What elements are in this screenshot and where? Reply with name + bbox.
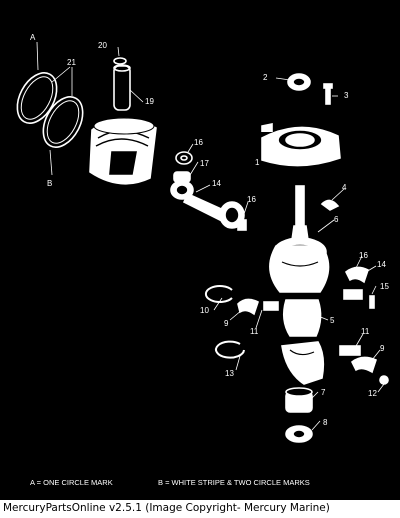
bearing-cage-right-lower — [339, 345, 361, 356]
seal-carrier — [261, 123, 341, 167]
bearing-half-right-lower — [350, 356, 377, 374]
crankshaft — [269, 185, 330, 385]
callout-5: 5 — [330, 316, 335, 325]
parts-illustration: A 21 B 20 19 17 16 14 16 2 3 1 4 6 16 14… — [16, 33, 389, 487]
callout-11-right: 11 — [361, 327, 370, 336]
bearing-cage-right-upper — [343, 289, 363, 300]
callout-11-left: 11 — [250, 327, 259, 336]
bearing-cage-left — [263, 301, 279, 311]
callout-14-right: 14 — [377, 260, 386, 269]
callout-labels: A 21 B 20 19 17 16 14 16 2 3 1 4 6 16 14… — [30, 33, 389, 427]
seal — [287, 73, 311, 91]
piston-ring-lower — [42, 96, 84, 148]
callout-14-rod: 14 — [212, 179, 221, 188]
callout-4: 4 — [342, 183, 347, 192]
piston-pin-clip — [113, 57, 127, 65]
leader-lines — [36, 41, 385, 431]
callout-8: 8 — [323, 418, 328, 427]
callout-20: 20 — [98, 41, 107, 50]
callout-9-left: 9 — [224, 319, 229, 328]
callout-21: 21 — [67, 58, 76, 67]
retaining-ring-lower — [215, 340, 245, 359]
connecting-rod — [170, 180, 245, 229]
callout-16-top: 16 — [194, 138, 203, 147]
lower-seal — [285, 425, 313, 443]
callout-B: B — [47, 179, 52, 188]
callout-18: 17 — [200, 159, 209, 168]
callout-13: 13 — [225, 369, 234, 378]
screw-right — [369, 295, 375, 309]
legend-a: A = ONE CIRCLE MARK — [30, 478, 113, 487]
piston — [89, 117, 157, 185]
callout-6: 6 — [334, 215, 339, 224]
exploded-parts-diagram: A 21 B 20 19 17 16 14 16 2 3 1 4 6 16 14… — [0, 0, 400, 500]
piston-pin — [113, 65, 131, 111]
legend-b: B = WHITE STRIPE & TWO CIRCLE MARKS — [158, 478, 310, 487]
callout-9-right: 9 — [380, 344, 385, 353]
callout-7: 7 — [321, 388, 326, 397]
callout-3: 3 — [344, 91, 349, 100]
callout-16-rod: 16 — [247, 195, 256, 204]
callout-10: 10 — [200, 306, 209, 315]
callout-19: 19 — [145, 97, 154, 106]
woodruff-key — [320, 199, 340, 211]
callout-2: 2 — [263, 73, 268, 82]
callout-1: 1 — [255, 158, 260, 167]
bearing-washer — [175, 151, 193, 165]
callout-A: A — [30, 33, 36, 42]
bearing-half-left — [237, 298, 259, 316]
screw-12 — [379, 375, 389, 385]
ball-bearing — [285, 387, 313, 413]
callout-15: 15 — [380, 282, 389, 291]
piston-ring-upper — [16, 72, 58, 124]
callout-16-right: 16 — [359, 251, 368, 260]
rod-cap-bolt — [237, 219, 247, 231]
image-caption: MercuryPartsOnline v2.5.1 (Image Copyrig… — [3, 502, 330, 514]
callout-12: 12 — [368, 389, 377, 398]
bearing-half-right-upper — [344, 266, 369, 284]
retaining-ring-upper — [204, 285, 233, 303]
